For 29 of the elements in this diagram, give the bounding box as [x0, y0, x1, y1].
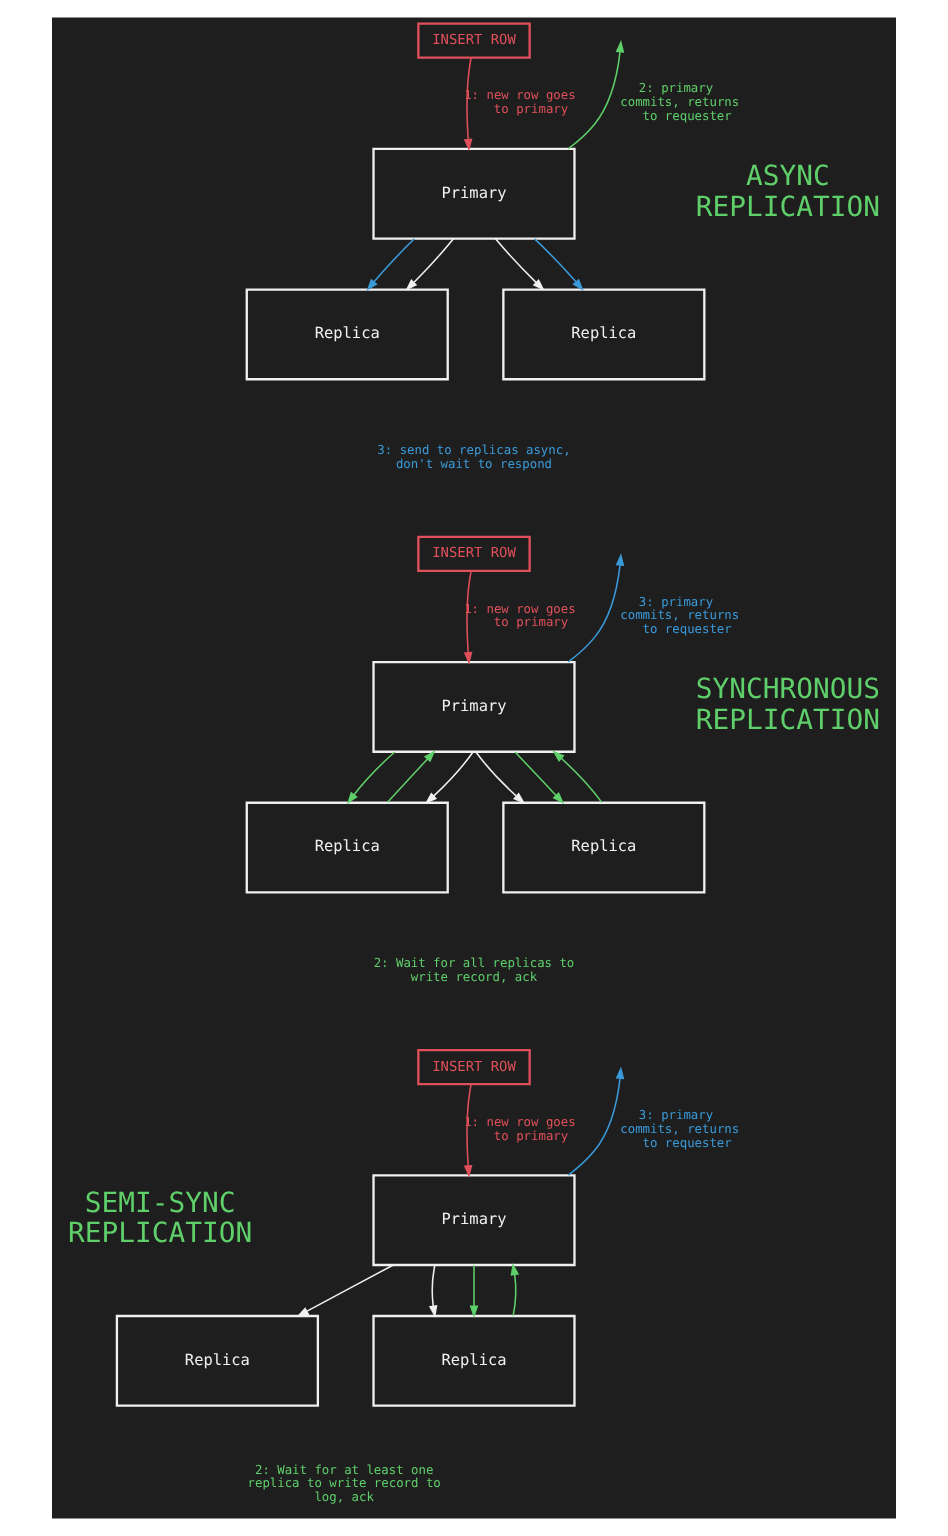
arrow: [552, 750, 603, 804]
node-box: Replica: [502, 801, 706, 894]
arrow: [567, 1066, 625, 1176]
arrow: [296, 1264, 394, 1317]
arrow: [533, 238, 584, 291]
arrow: [386, 750, 436, 804]
node-box: Replica: [502, 288, 706, 381]
node-box: Replica: [245, 801, 449, 894]
arrow: [510, 1262, 520, 1317]
arrow: [424, 751, 474, 804]
label: ASYNC REPLICATION: [695, 161, 880, 224]
arrow: [567, 40, 625, 150]
arrow: [469, 1264, 479, 1318]
arrow: [346, 751, 396, 805]
label: SYNCHRONOUS REPLICATION: [695, 674, 880, 738]
arrow: [514, 751, 565, 805]
node-box: Replica: [372, 1314, 576, 1407]
node-box: Replica: [245, 288, 449, 381]
node-box: Primary: [372, 1174, 576, 1267]
arrow: [475, 751, 526, 804]
node-box: Primary: [372, 147, 576, 240]
node-box: Replica: [115, 1314, 320, 1407]
node-box: Primary: [372, 660, 576, 753]
arrow: [366, 238, 416, 291]
arrow: [494, 238, 545, 291]
label: SEMI-SYNC REPLICATION: [68, 1187, 253, 1251]
arrow: [428, 1264, 438, 1318]
arrow: [567, 553, 625, 663]
arrow: [405, 238, 455, 291]
